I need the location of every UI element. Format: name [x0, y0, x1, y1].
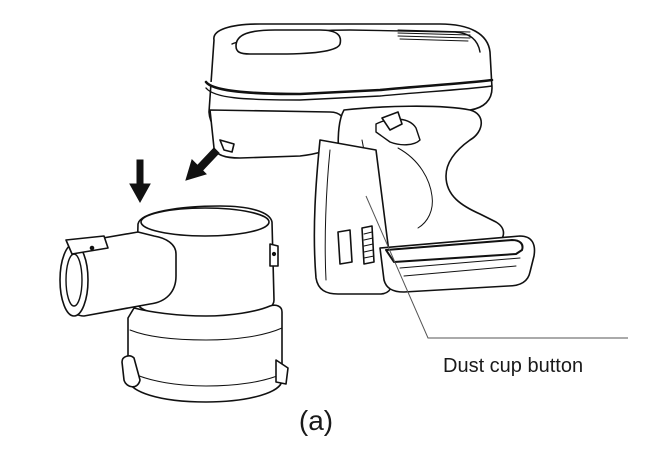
top-vents: [397, 29, 471, 42]
front-latch: [219, 139, 235, 153]
housing-band: [204, 78, 494, 96]
battery-top-plate: [385, 239, 524, 263]
inlet-opening: [59, 243, 89, 317]
arrow-diagonal-icon: [185, 147, 220, 181]
cup-lower-cylinder: [127, 304, 283, 403]
vacuum-main-body: [204, 23, 536, 295]
cup-latch-right: [275, 359, 289, 385]
trigger: [381, 111, 403, 131]
figure-caption: (a): [299, 405, 333, 436]
inlet-clip: [65, 235, 109, 255]
arrow-down-icon: [129, 159, 151, 204]
housing-top-handle: [235, 29, 342, 55]
side-latch: [361, 225, 375, 265]
detached-dust-cup: [59, 205, 289, 403]
cup-latch-left: [121, 355, 141, 388]
callout-leader: [365, 195, 628, 339]
callout-label: Dust cup button: [443, 355, 583, 377]
